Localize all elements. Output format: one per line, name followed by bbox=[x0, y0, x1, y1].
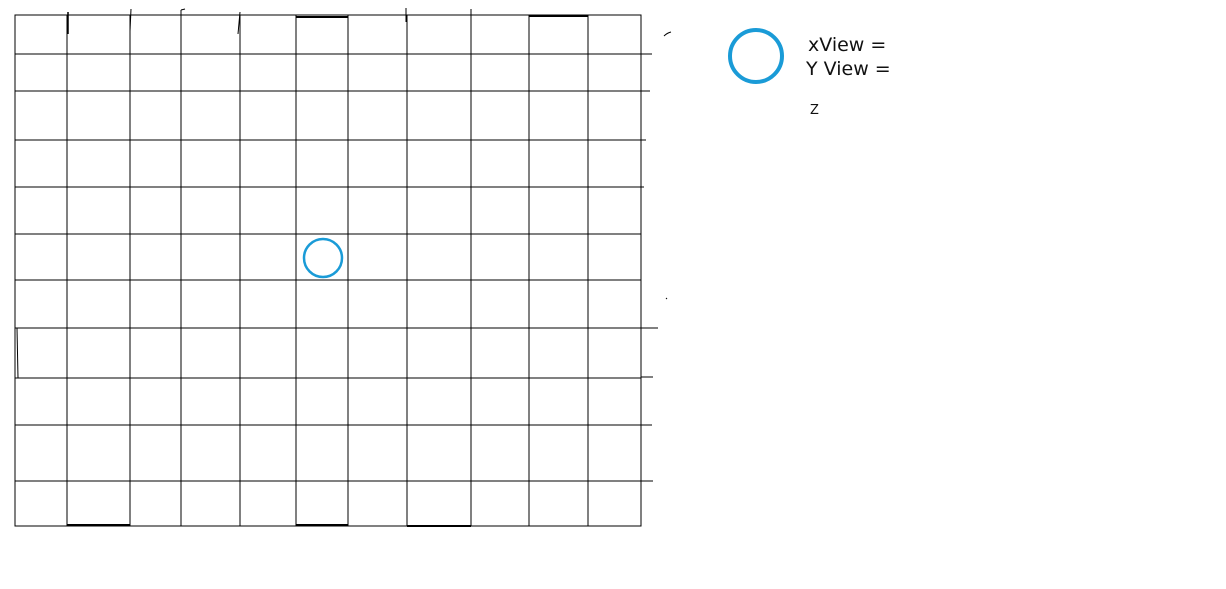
legend: xView = Y View = Z bbox=[728, 28, 891, 118]
legend-circle-icon bbox=[728, 28, 784, 84]
grid bbox=[14, 8, 672, 527]
grid-sketch-strokes bbox=[16, 8, 672, 527]
y-view-label: Y View = bbox=[805, 58, 891, 80]
grid-columns bbox=[66, 15, 589, 526]
position-marker-icon bbox=[302, 237, 344, 279]
z-label: Z bbox=[810, 103, 819, 118]
x-view-label: xView = bbox=[808, 34, 886, 56]
grid-rows bbox=[15, 53, 641, 482]
grid-border bbox=[14, 14, 642, 527]
